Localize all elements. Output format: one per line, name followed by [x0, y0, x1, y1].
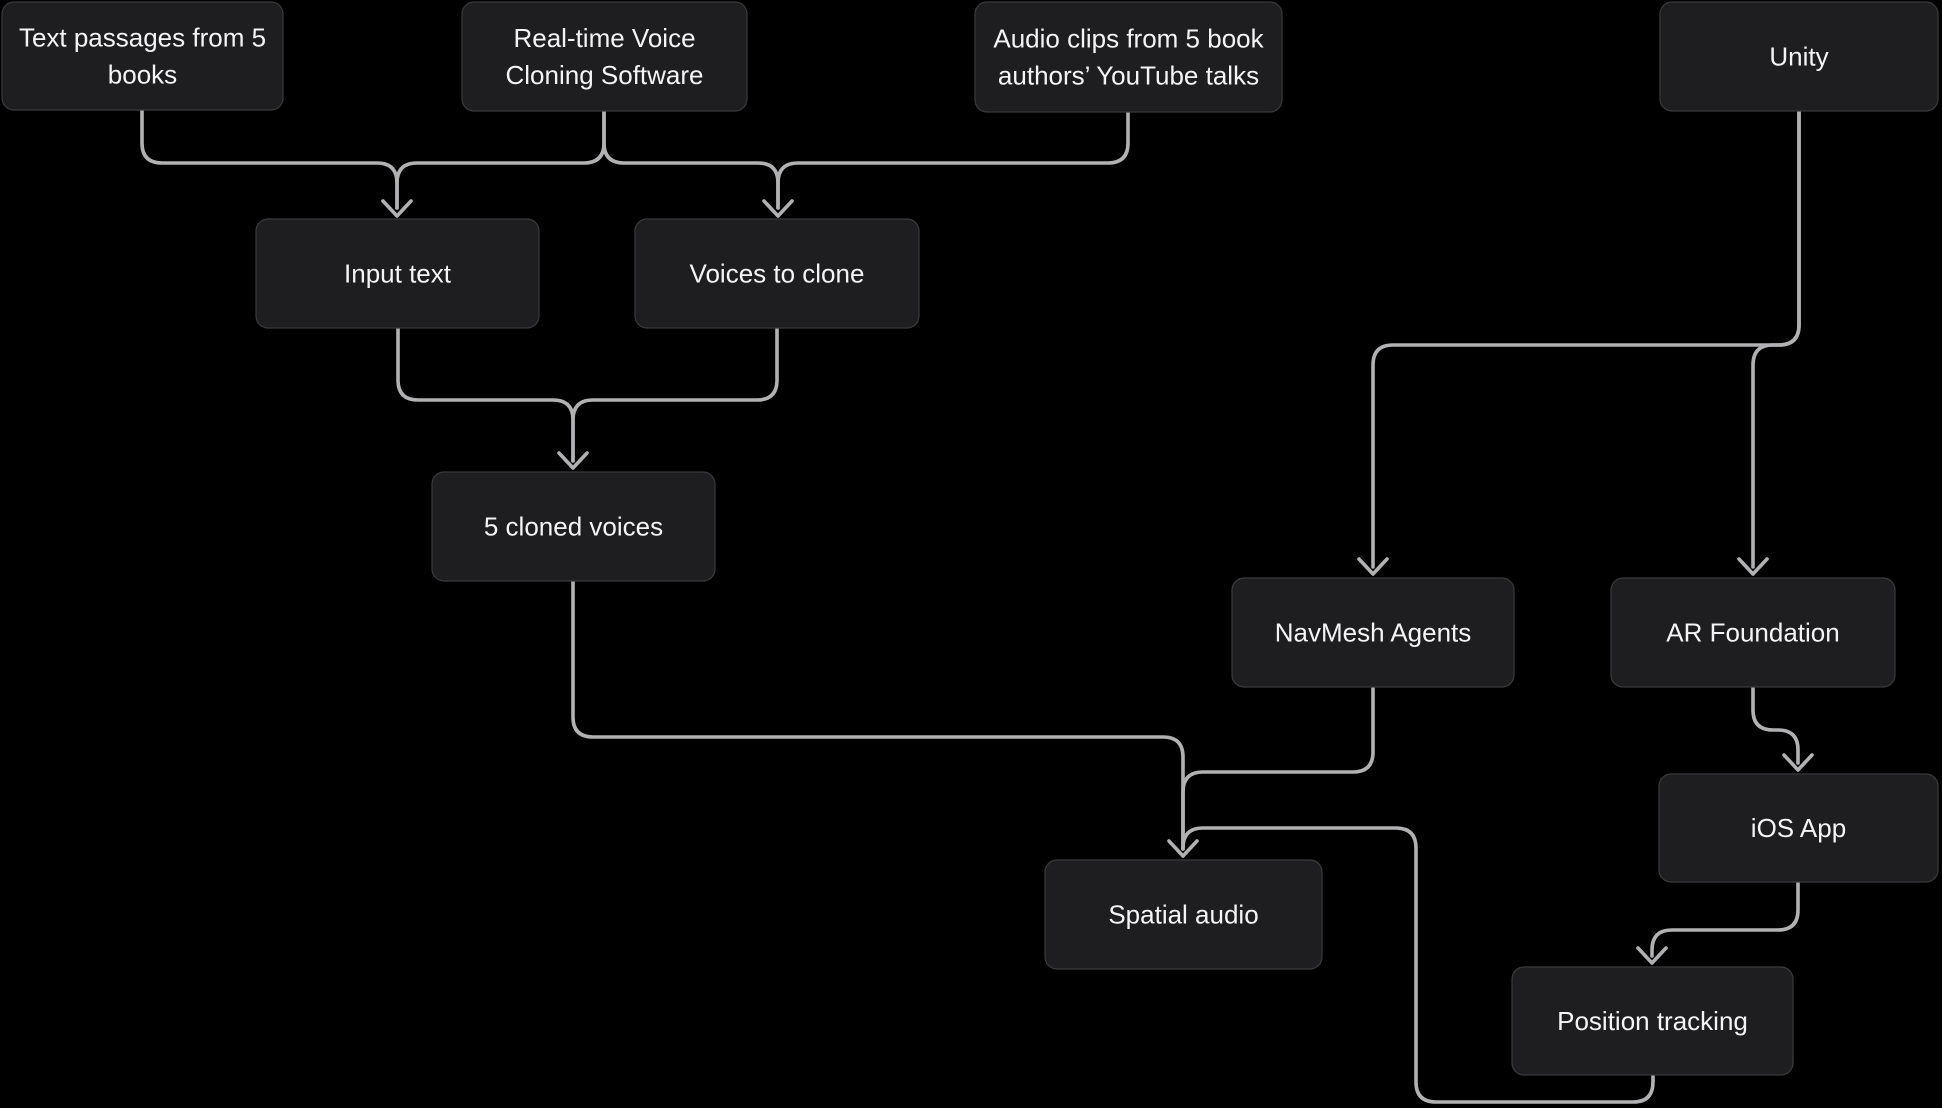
- node-label-spatial-audio: Spatial audio: [1108, 900, 1258, 930]
- arrowhead-into-voices-to-clone: [762, 199, 794, 218]
- node-input-text[interactable]: Input text: [255, 218, 540, 329]
- node-label-navmesh-agents: NavMesh Agents: [1275, 618, 1472, 648]
- node-box-ios-app[interactable]: [1658, 773, 1939, 883]
- node-box-position-tracking[interactable]: [1511, 966, 1794, 1076]
- edge-ios-app-to-position-tracking: [1650, 880, 1800, 958]
- node-box-text-passages[interactable]: [1, 1, 284, 111]
- edge-ar-foundation-to-ios-app: [1751, 685, 1800, 765]
- node-ar-foundation[interactable]: AR Foundation: [1610, 577, 1896, 688]
- edge-position-tracking-to-spatial-audio: [1181, 826, 1655, 1104]
- arrowhead-into-ios-app: [1782, 753, 1814, 772]
- node-voices-to-clone[interactable]: Voices to clone: [634, 218, 920, 329]
- edge-voice-cloning-software-to-input-text: [395, 109, 606, 210]
- edge-audio-clips-to-voices-to-clone: [776, 110, 1130, 210]
- node-spatial-audio[interactable]: Spatial audio: [1044, 859, 1323, 970]
- arrowhead-into-spatial-audio: [1167, 839, 1199, 858]
- node-cloned-voices[interactable]: 5 cloned voices: [431, 471, 716, 582]
- arrowhead-into-input-text: [381, 199, 413, 218]
- edge-layer: [140, 108, 1814, 1104]
- node-label-voices-to-clone: Voices to clone: [690, 259, 865, 289]
- edge-unity-to-navmesh-agents: [1371, 109, 1801, 569]
- arrowhead-into-ar-foundation: [1737, 557, 1769, 576]
- edge-input-text-to-cloned-voices: [396, 326, 575, 463]
- node-box-audio-clips[interactable]: [974, 1, 1283, 113]
- edge-unity-to-ar-foundation: [1751, 109, 1801, 569]
- edge-navmesh-agents-to-spatial-audio: [1181, 685, 1375, 851]
- node-label-input-text: Input text: [344, 259, 452, 289]
- node-label-position-tracking: Position tracking: [1557, 1006, 1748, 1036]
- arrowhead-into-position-tracking: [1636, 946, 1668, 965]
- node-label-ar-foundation: AR Foundation: [1666, 618, 1839, 648]
- edge-voice-cloning-software-to-voices-to-clone: [602, 109, 780, 210]
- node-position-tracking[interactable]: Position tracking: [1511, 966, 1794, 1076]
- node-navmesh-agents[interactable]: NavMesh Agents: [1231, 577, 1515, 688]
- edge-voices-to-clone-to-cloned-voices: [571, 326, 779, 463]
- arrowhead-into-cloned-voices: [557, 451, 589, 470]
- node-label-unity: Unity: [1769, 42, 1828, 72]
- node-box-input-text[interactable]: [255, 218, 540, 329]
- node-label-cloned-voices: 5 cloned voices: [484, 512, 663, 542]
- node-box-unity[interactable]: [1659, 1, 1939, 112]
- node-box-ar-foundation[interactable]: [1610, 577, 1896, 688]
- node-unity[interactable]: Unity: [1659, 1, 1939, 112]
- arrowhead-into-navmesh-agents: [1357, 557, 1389, 576]
- edge-cloned-voices-to-spatial-audio: [571, 579, 1185, 851]
- node-label-ios-app: iOS App: [1751, 813, 1846, 843]
- node-ios-app[interactable]: iOS App: [1658, 773, 1939, 883]
- node-box-cloned-voices[interactable]: [431, 471, 716, 582]
- node-box-navmesh-agents[interactable]: [1231, 577, 1515, 688]
- edge-text-passages-to-input-text: [140, 108, 399, 210]
- node-box-voice-cloning-software[interactable]: [461, 1, 748, 112]
- node-box-voices-to-clone[interactable]: [634, 218, 920, 329]
- node-box-spatial-audio[interactable]: [1044, 859, 1323, 970]
